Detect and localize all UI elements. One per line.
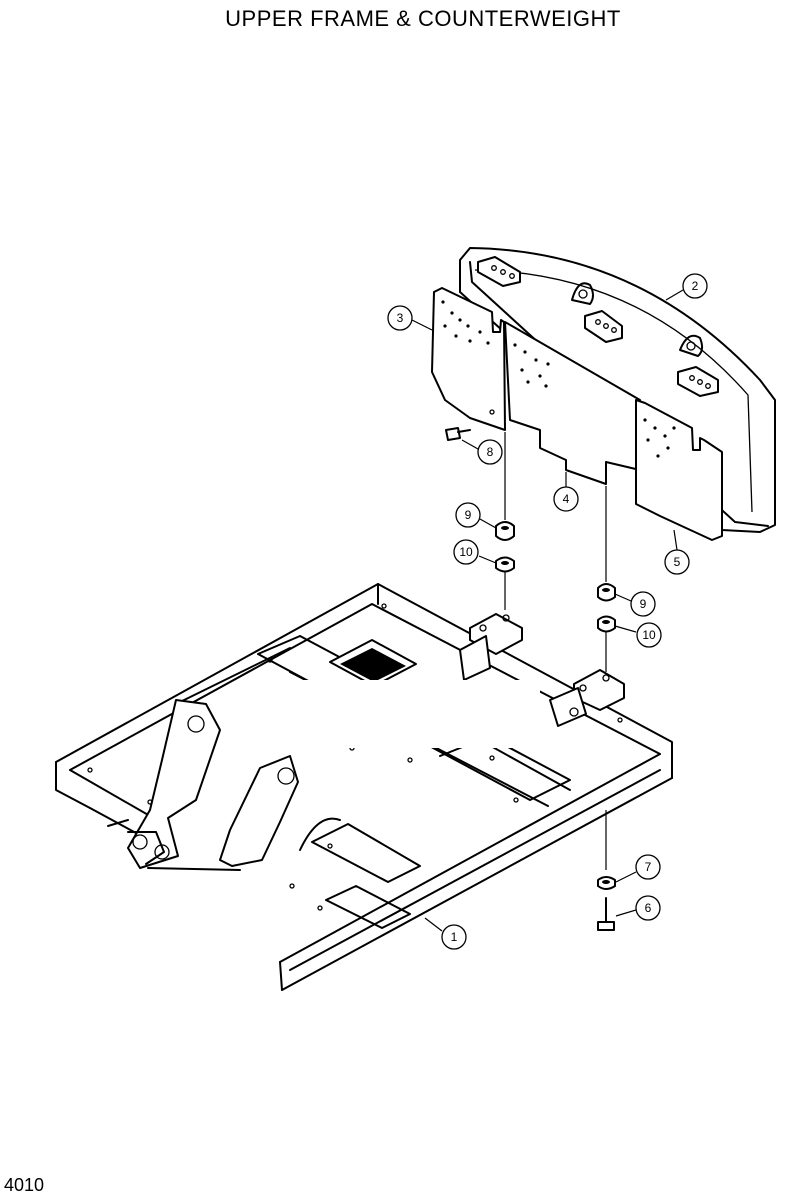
svg-text:7: 7 <box>645 860 652 874</box>
plate-right <box>635 399 723 541</box>
callout-7: 7 <box>615 854 661 883</box>
callout-8: 8 <box>461 439 503 465</box>
callout-10-left: 10 <box>453 539 497 565</box>
callout-5: 5 <box>664 529 690 575</box>
callout-3: 3 <box>387 305 433 331</box>
callout-9-left: 9 <box>455 502 497 529</box>
occlusion <box>286 680 540 748</box>
svg-text:5: 5 <box>674 555 681 569</box>
svg-text:3: 3 <box>397 311 404 325</box>
plate-left <box>431 287 506 431</box>
callout-10-right: 10 <box>614 622 662 648</box>
upper-frame <box>55 583 673 991</box>
callout-2: 2 <box>665 273 708 301</box>
page-number: 4010 <box>4 1175 45 1195</box>
svg-text:1: 1 <box>451 930 458 944</box>
page-title: UPPER FRAME & COUNTERWEIGHT <box>225 6 621 31</box>
callout-9-right: 9 <box>614 591 656 617</box>
callout-1: 1 <box>424 917 467 950</box>
spacers <box>495 521 616 931</box>
svg-text:9: 9 <box>465 508 472 522</box>
svg-text:10: 10 <box>459 545 473 559</box>
svg-text:9: 9 <box>640 597 647 611</box>
plate-middle <box>504 321 641 485</box>
svg-text:6: 6 <box>645 901 652 915</box>
callout-6: 6 <box>615 895 661 921</box>
bolt-8 <box>445 427 471 441</box>
svg-text:4: 4 <box>563 492 570 506</box>
callout-4: 4 <box>553 472 579 512</box>
svg-text:2: 2 <box>692 279 699 293</box>
svg-text:10: 10 <box>642 628 656 642</box>
svg-text:8: 8 <box>487 445 494 459</box>
